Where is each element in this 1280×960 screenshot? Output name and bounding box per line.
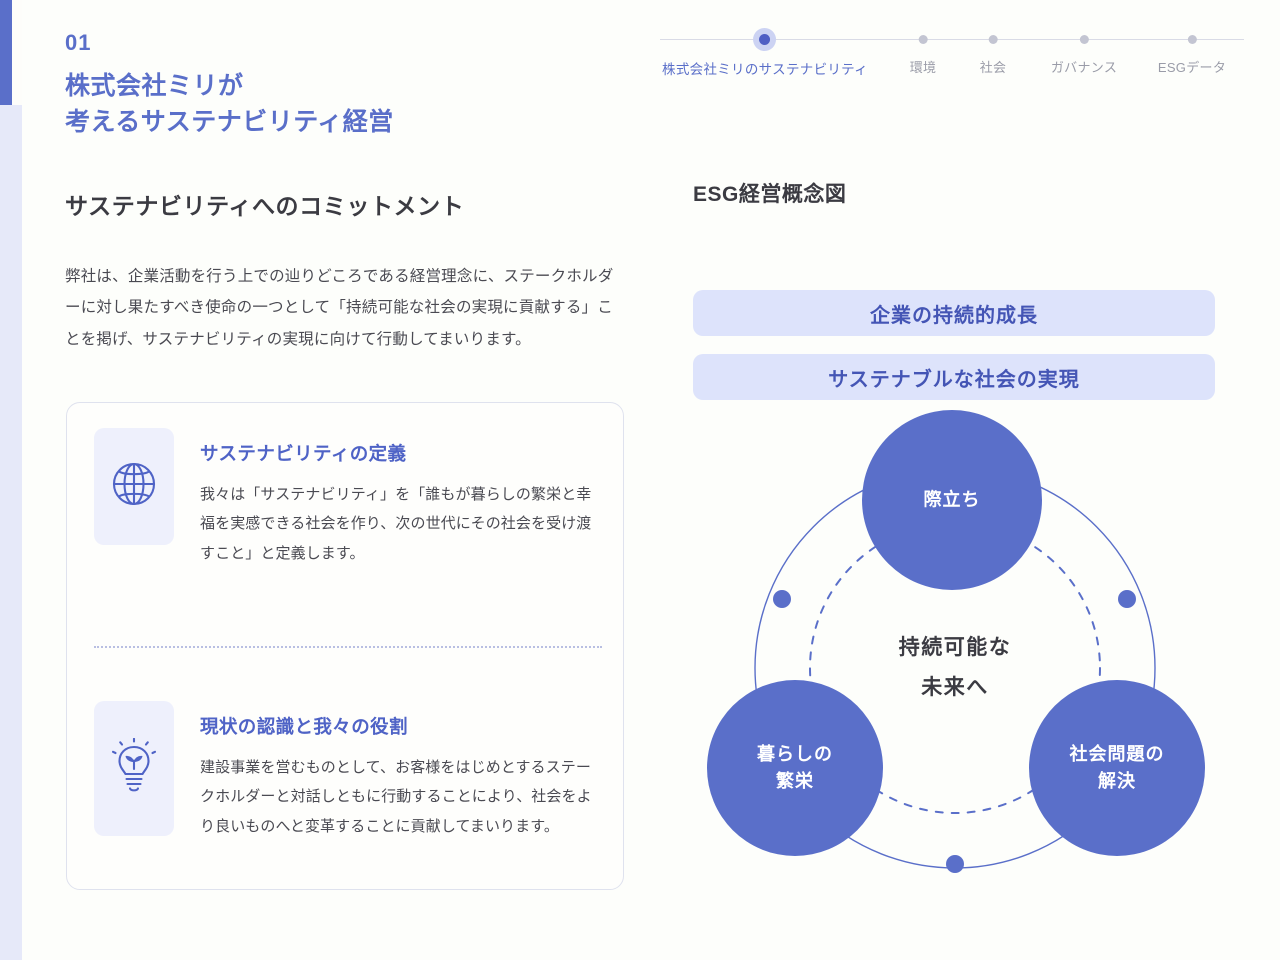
nav-step-3[interactable]: ガバナンス — [1051, 24, 1117, 76]
diagram-heading: ESG経営概念図 — [693, 183, 847, 206]
section-progress-nav: 株式会社ミリのサステナビリティ 環境 社会 ガバナンス ESGデータ — [652, 24, 1252, 84]
esg-concept-diagram: 際立ち暮らしの 繁栄社会問題の 解決持続可能な 未来へ — [690, 398, 1220, 898]
feature-icon-container — [94, 701, 174, 836]
page-title: 株式会社ミリが考えるサステナビリティ経営 — [65, 72, 394, 137]
ring-node-dot-0 — [773, 590, 791, 608]
commitment-heading: サステナビリティへのコミットメント — [65, 192, 465, 219]
nav-dot-icon[interactable] — [1079, 35, 1089, 44]
feature-title: サステナビリティの定義 — [200, 443, 407, 464]
left-accent-bar-top — [0, 0, 12, 105]
nav-step-0[interactable]: 株式会社ミリのサステナビリティ — [662, 24, 868, 78]
feature-title: 現状の認識と我々の役割 — [200, 716, 408, 737]
nav-step-1[interactable]: 環境 — [910, 24, 937, 76]
feature-item: 現状の認識と我々の役割 建設事業を営むものとして、お客様をはじめとするステークホ… — [94, 701, 604, 841]
nav-step-label: 環境 — [909, 60, 937, 75]
lightbulb-sprout-icon — [108, 737, 160, 799]
feature-item: サステナビリティの定義 我々は「サステナビリティ」を「誰もが暮らしの繁栄と幸福を… — [94, 428, 604, 568]
left-accent-bar-bottom — [0, 105, 22, 960]
nav-dot-icon[interactable] — [988, 35, 998, 44]
nav-dot-icon[interactable] — [1187, 35, 1197, 44]
nav-step-label: ESGデータ — [1157, 60, 1227, 75]
nav-step-label: 株式会社ミリのサステナビリティ — [662, 62, 868, 77]
commitment-body-text: 弊社は、企業活動を行う上での辿りどころである経営理念に、ステークホルダーに対し果… — [65, 267, 614, 349]
feature-text-block: サステナビリティの定義 我々は「サステナビリティ」を「誰もが暮らしの繁栄と幸福を… — [200, 428, 604, 568]
inner-dashed-ring — [809, 522, 1101, 814]
right-column: ESG経営概念図 企業の持続的成長 サステナブルな社会の実現 — [693, 178, 1215, 400]
nav-step-label: ガバナンス — [1050, 60, 1118, 75]
feature-description: 建設事業を営むものとして、お客様をはじめとするステークホルダーと対話しともに行動… — [200, 759, 592, 835]
nav-dot-icon[interactable] — [918, 35, 928, 44]
ring-node-dot-2 — [946, 855, 964, 873]
nav-step-2[interactable]: 社会 — [980, 24, 1007, 76]
feature-text-block: 現状の認識と我々の役割 建設事業を営むものとして、お客様をはじめとするステークホ… — [200, 701, 604, 841]
feature-card-panel: サステナビリティの定義 我々は「サステナビリティ」を「誰もが暮らしの繁栄と幸福を… — [66, 402, 624, 890]
nav-track-line — [660, 39, 1244, 40]
section-number: 01 — [65, 30, 92, 55]
left-column: 01 株式会社ミリが考えるサステナビリティ経営 サステナビリティへのコミットメン… — [65, 30, 630, 356]
esg-node-circle-1[interactable] — [707, 680, 883, 856]
feature-description: 我々は「サステナビリティ」を「誰もが暮らしの繁栄と幸福を実感できる社会を作り、次… — [200, 486, 592, 562]
esg-diagram-svg — [707, 410, 1205, 873]
nav-step-4[interactable]: ESGデータ — [1158, 24, 1226, 76]
esg-node-circle-2[interactable] — [1029, 680, 1205, 856]
nav-step-label: 社会 — [979, 60, 1007, 75]
banner-sustainable-society: サステナブルな社会の実現 — [693, 354, 1215, 400]
card-divider — [94, 646, 602, 648]
ring-node-dot-1 — [1118, 590, 1136, 608]
feature-icon-container — [94, 428, 174, 545]
nav-active-dot-icon[interactable] — [759, 34, 771, 45]
banner-corporate-growth: 企業の持続的成長 — [693, 290, 1215, 336]
diagram-center-label: 持続可能な 未来へ — [898, 636, 1012, 699]
globe-icon — [108, 458, 160, 515]
esg-node-circle-0[interactable] — [862, 410, 1042, 590]
